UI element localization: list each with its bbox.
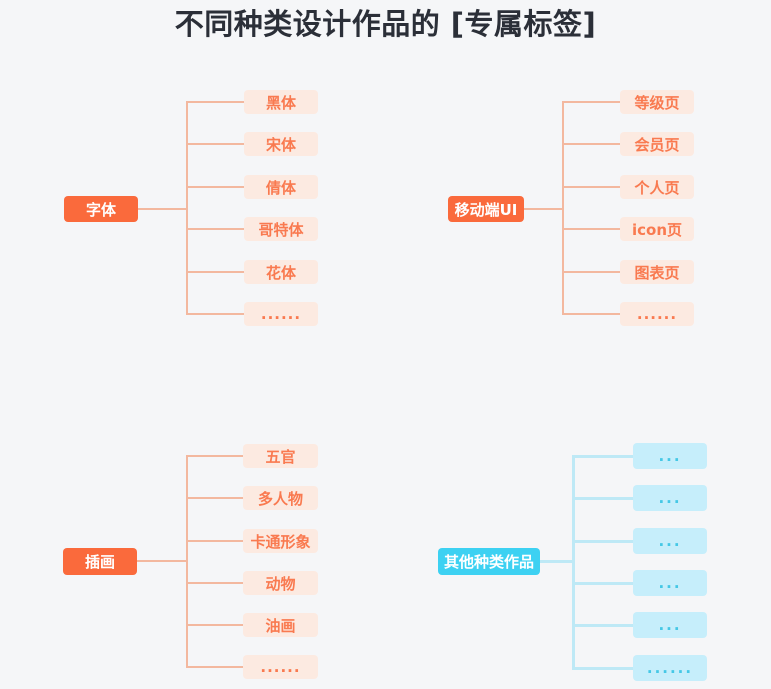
connector-line — [186, 666, 243, 668]
connector-line — [186, 186, 244, 188]
connector-line — [186, 313, 244, 315]
mindmap-child-node: 哥特体 — [244, 217, 318, 241]
mindmap-child-node: 花体 — [244, 260, 318, 284]
connector-line — [562, 143, 620, 145]
connector-line — [186, 101, 188, 315]
mindmap-root-node: 其他种类作品 — [438, 548, 540, 575]
connector-line — [572, 540, 633, 543]
mindmap-root-node: 移动端UI — [448, 196, 524, 222]
mindmap-child-node: ... — [633, 528, 707, 554]
mindmap-child-node: ... — [633, 612, 707, 638]
mindmap-child-node: 倩体 — [244, 175, 318, 199]
connector-line — [186, 540, 243, 542]
mindmap-child-node: 多人物 — [243, 486, 318, 510]
mindmap-child-node: 动物 — [243, 571, 318, 595]
connector-line — [572, 455, 575, 670]
connector-line — [572, 455, 633, 458]
connector-line — [572, 667, 633, 670]
mindmap-child-node: ... — [633, 485, 707, 511]
connector-line — [562, 101, 620, 103]
mindmap-child-node: 图表页 — [620, 260, 694, 284]
mindmap-child-node: 卡通形象 — [243, 529, 318, 553]
mindmap-child-node: ...... — [620, 302, 694, 326]
mindmap-child-node: ... — [633, 570, 707, 596]
mindmap-child-node: 等级页 — [620, 90, 694, 114]
mindmap-child-node: 五官 — [243, 444, 318, 468]
connector-line — [186, 228, 244, 230]
mindmap-root-node: 字体 — [64, 196, 138, 222]
connector-line — [186, 101, 244, 103]
mindmap-child-node: 会员页 — [620, 132, 694, 156]
mindmap-child-node: 黑体 — [244, 90, 318, 114]
connector-line — [186, 455, 188, 668]
mindmap-child-node: 油画 — [243, 613, 318, 637]
connector-line — [562, 228, 620, 230]
page-title: 不同种类设计作品的 [专属标签] — [174, 7, 597, 41]
connector-line — [540, 560, 572, 563]
connector-line — [572, 497, 633, 500]
connector-line — [137, 560, 186, 562]
connector-line — [186, 582, 243, 584]
mindmap-child-node: 宋体 — [244, 132, 318, 156]
mindmap-root-node: 插画 — [63, 548, 137, 575]
mindmap-child-node: 个人页 — [620, 175, 694, 199]
connector-line — [562, 313, 620, 315]
connector-line — [572, 624, 633, 627]
mindmap-child-node: ...... — [243, 655, 318, 679]
connector-line — [572, 582, 633, 585]
connector-line — [524, 208, 562, 210]
connector-line — [562, 271, 620, 273]
mindmap-child-node: ...... — [244, 302, 318, 326]
connector-line — [562, 186, 620, 188]
mindmap-child-node: ...... — [633, 655, 707, 681]
connector-line — [186, 143, 244, 145]
connector-line — [186, 455, 243, 457]
connector-line — [138, 208, 186, 210]
connector-line — [186, 497, 243, 499]
mindmap-child-node: ... — [633, 443, 707, 469]
connector-line — [562, 101, 564, 315]
mindmap-child-node: icon页 — [620, 217, 694, 241]
connector-line — [186, 271, 244, 273]
connector-line — [186, 624, 243, 626]
